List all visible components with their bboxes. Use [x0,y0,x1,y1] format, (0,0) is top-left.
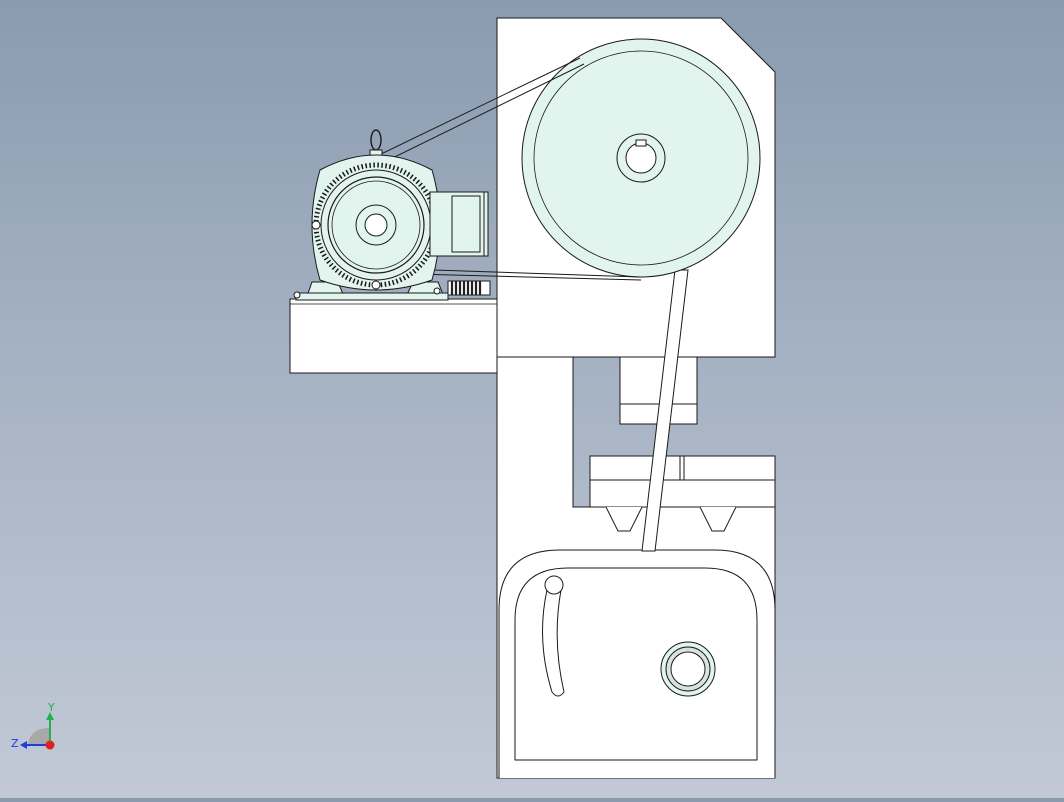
orientation-triad[interactable]: Y Z [11,701,55,750]
belt-upper-outer [351,57,581,169]
triad-z-label: Z [11,737,19,750]
tension-screw-thread [450,281,482,295]
crank-housing[interactable] [498,549,776,778]
foot-bolt-2 [433,287,441,295]
crank-bearing-bore [670,651,706,687]
die-lower-plate [589,479,776,508]
housing-inner [514,567,758,761]
die-v-groove-left [605,506,643,532]
triad-y-arrow [46,712,54,720]
lifting-eye [370,129,382,151]
flywheel[interactable] [521,38,761,278]
electric-motor[interactable] [293,129,491,301]
triad-z-arrow [20,741,27,749]
motor-pulley-bore [364,213,388,237]
motor-bolt-left [311,220,321,230]
motor-base [295,292,449,301]
rod-body [641,269,689,552]
triad-y-label: Y [47,701,55,714]
terminal-box-lid [451,195,481,253]
connecting-rod[interactable] [641,269,689,552]
flywheel-keyway [635,139,647,147]
die-set[interactable] [589,455,776,532]
die-top-plate [589,455,776,481]
motor-bolt-bottom [371,280,381,290]
ram-body [619,356,698,425]
foot-bolt-1 [293,291,301,299]
triad-x-origin [45,740,55,750]
die-v-groove-right [699,506,737,532]
slot-pin [544,575,564,595]
ram-block[interactable] [619,356,698,425]
motor-platform [289,298,498,374]
triad-rotation-arc [28,728,49,745]
flywheel-bore [625,142,657,174]
adjust-slot [542,589,565,697]
